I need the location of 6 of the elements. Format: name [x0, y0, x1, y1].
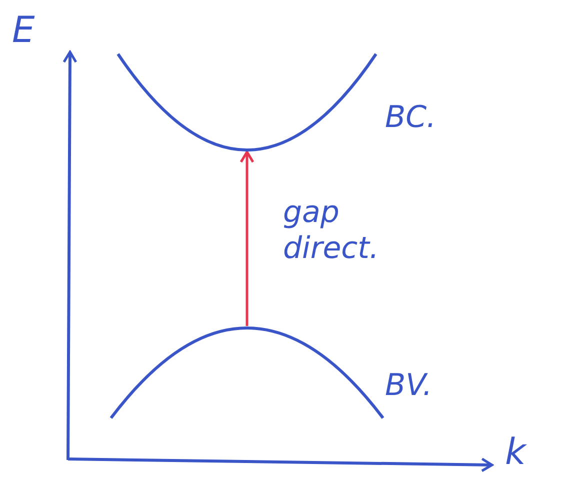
- arrow: [240, 150, 254, 326]
- axis-label: E: [12, 10, 35, 51]
- band-label: BC.: [385, 100, 436, 135]
- axis-label: k: [505, 432, 526, 473]
- band-label: BV.: [385, 368, 432, 403]
- edge-label: gap direct.: [283, 195, 380, 267]
